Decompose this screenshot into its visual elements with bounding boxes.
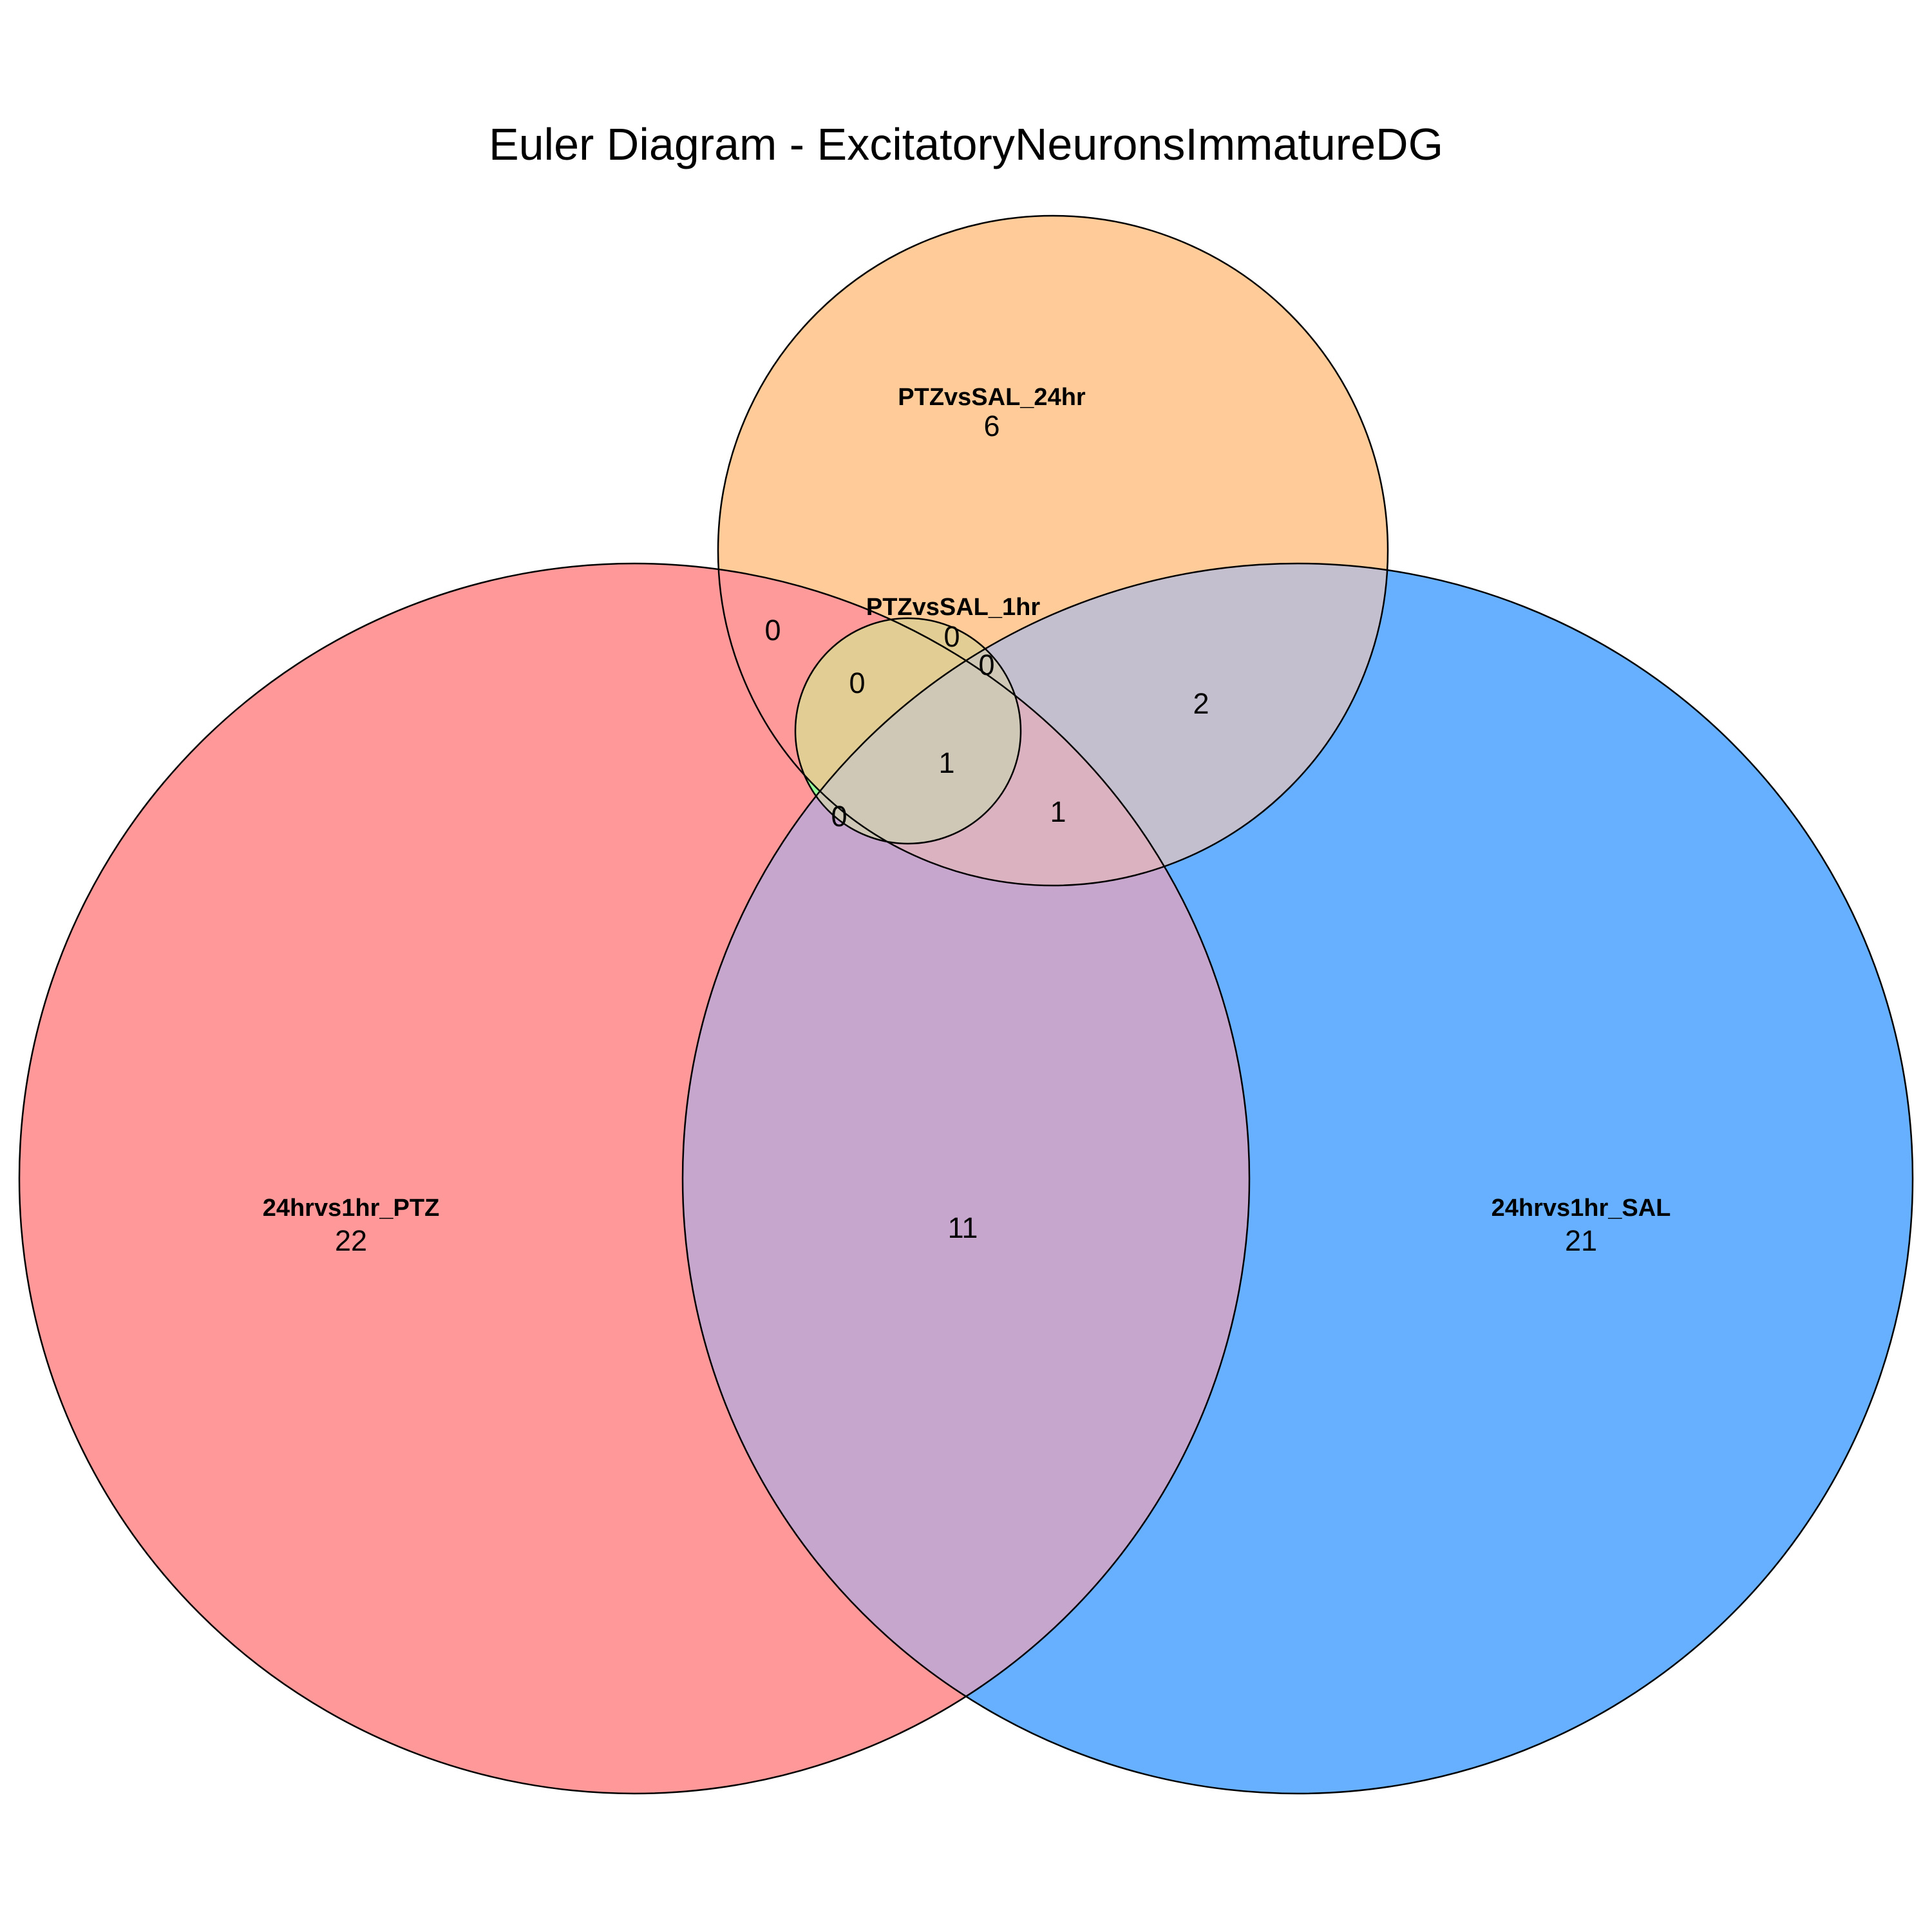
diagram-title: Euler Diagram - ExcitatoryNeuronsImmatur…	[489, 119, 1443, 169]
count-s1-only: 0	[943, 620, 960, 653]
count-ptz-s24: 0	[764, 614, 781, 647]
ptz-outline	[18, 562, 1251, 1795]
set-label-ptz: 24hrvs1hr_PTZ	[263, 1195, 440, 1222]
count-s1-all: 1	[938, 746, 954, 779]
sal-outline	[681, 562, 1914, 1795]
s24-outline	[717, 214, 1389, 887]
count-s1-sal-s24: 0	[978, 649, 994, 681]
count-s24-only: 6	[983, 410, 999, 442]
count-ptz-sal-s24: 1	[1050, 795, 1066, 828]
set-label-s24: PTZvsSAL_24hr	[898, 384, 1086, 411]
count-s1-s24: 0	[849, 667, 865, 699]
count-s1-ptz-sal: 0	[831, 800, 847, 833]
s1-outline	[794, 617, 1022, 845]
count-ptz-sal: 11	[948, 1211, 978, 1244]
count-sal-only: 21	[1565, 1224, 1597, 1257]
set-label-sal: 24hrvs1hr_SAL	[1492, 1195, 1671, 1222]
count-ptz-only: 22	[335, 1224, 367, 1257]
set-label-s1: PTZvsSAL_1hr	[866, 594, 1041, 621]
count-sal-s24: 2	[1193, 687, 1209, 720]
